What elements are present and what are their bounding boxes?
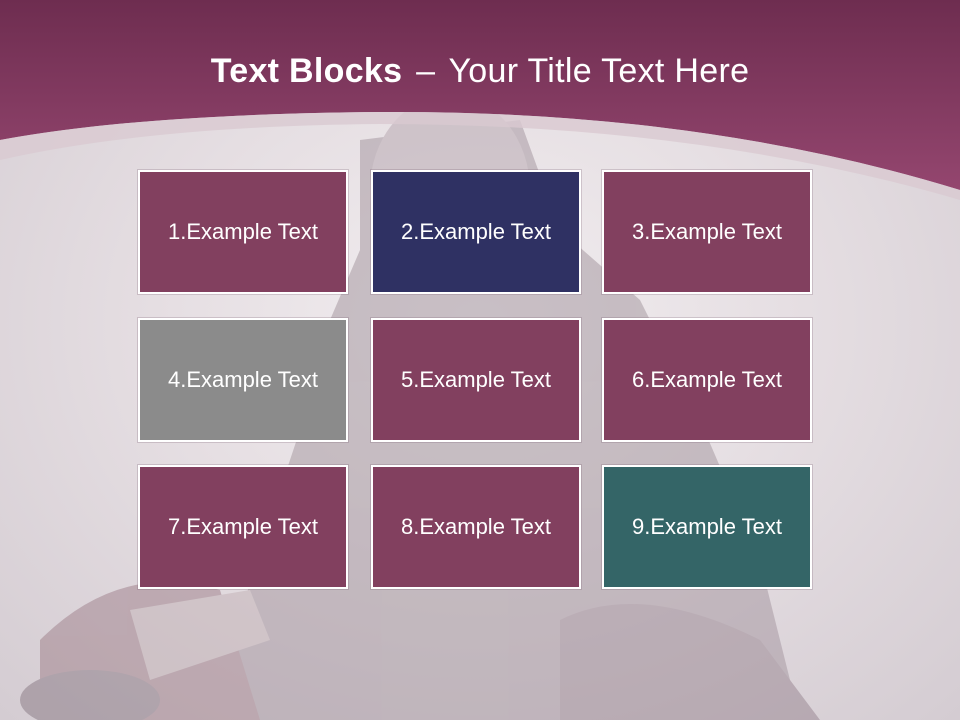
title-separator: –	[416, 52, 436, 90]
text-block-label: 3.Example Text	[631, 219, 782, 244]
text-block-3[interactable]: 3.Example Text	[602, 170, 812, 294]
text-block-4[interactable]: 4.Example Text	[138, 318, 348, 442]
text-blocks-grid: 1.Example Text 2.Example Text 3.Example …	[138, 170, 816, 594]
text-block-5[interactable]: 5.Example Text	[371, 318, 581, 442]
text-block-label: 5.Example Text	[400, 367, 551, 392]
slide-title: Text Blocks – Your Title Text Here	[0, 52, 960, 91]
title-rest-text: Your Title Text Here	[448, 52, 750, 90]
header-band	[0, 0, 960, 200]
text-block-label: 4.Example Text	[167, 367, 318, 392]
text-block-2[interactable]: 2.Example Text	[371, 170, 581, 294]
text-block-7[interactable]: 7.Example Text	[138, 465, 348, 589]
text-block-label: 8.Example Text	[400, 514, 551, 539]
text-block-label: 1.Example Text	[167, 219, 318, 244]
title-bold-text: Text Blocks	[210, 52, 403, 90]
text-block-label: 2.Example Text	[400, 219, 551, 244]
text-block-8[interactable]: 8.Example Text	[371, 465, 581, 589]
text-block-label: 6.Example Text	[631, 367, 782, 392]
text-block-label: 9.Example Text	[631, 514, 782, 539]
text-block-9[interactable]: 9.Example Text	[602, 465, 812, 589]
text-block-6[interactable]: 6.Example Text	[602, 318, 812, 442]
text-block-1[interactable]: 1.Example Text	[138, 170, 348, 294]
text-block-label: 7.Example Text	[167, 514, 318, 539]
